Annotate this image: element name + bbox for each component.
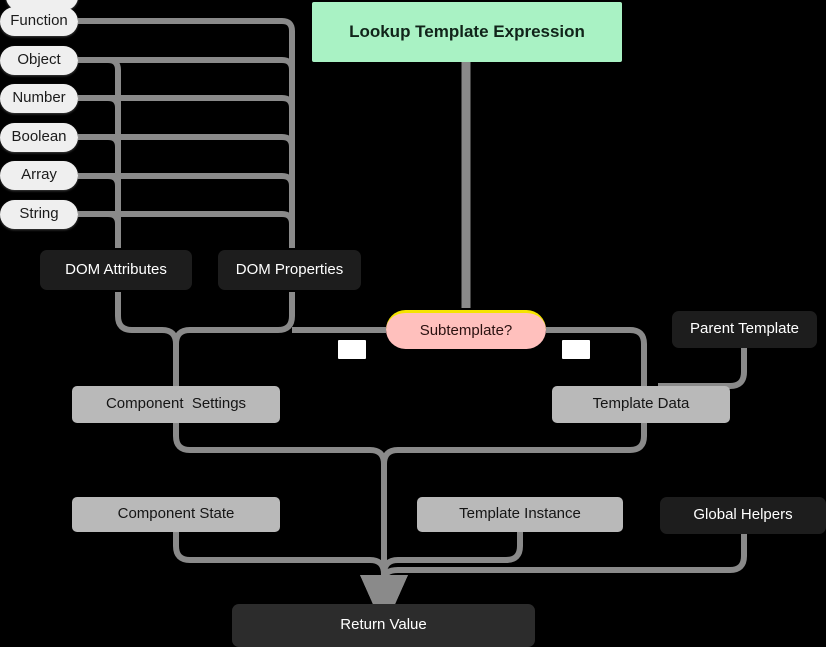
component-settings-node[interactable]: Component Settings [72,386,280,423]
decision-branch-label-left [338,340,366,359]
template-data-node[interactable]: Template Data [552,386,730,423]
lookup-template-expression-node[interactable]: Lookup Template Expression [312,2,622,62]
parent-template-node[interactable]: Parent Template [672,311,817,348]
return-value-node[interactable]: Return Value [232,604,535,647]
dom-properties-node[interactable]: DOM Properties [218,250,361,290]
global-helpers-node[interactable]: Global Helpers [660,497,826,534]
type-chip-partial [6,0,78,10]
type-chip-array[interactable]: Array [0,161,78,190]
type-chip-number[interactable]: Number [0,84,78,113]
subtemplate-decision-node[interactable]: Subtemplate? [386,310,546,349]
template-instance-node[interactable]: Template Instance [417,497,623,532]
type-chip-function[interactable]: Function [0,7,78,36]
type-chip-boolean[interactable]: Boolean [0,123,78,152]
type-chip-object[interactable]: Object [0,46,78,75]
dom-attributes-node[interactable]: DOM Attributes [40,250,192,290]
component-state-node[interactable]: Component State [72,497,280,532]
decision-branch-label-right [562,340,590,359]
type-chip-string[interactable]: String [0,200,78,229]
